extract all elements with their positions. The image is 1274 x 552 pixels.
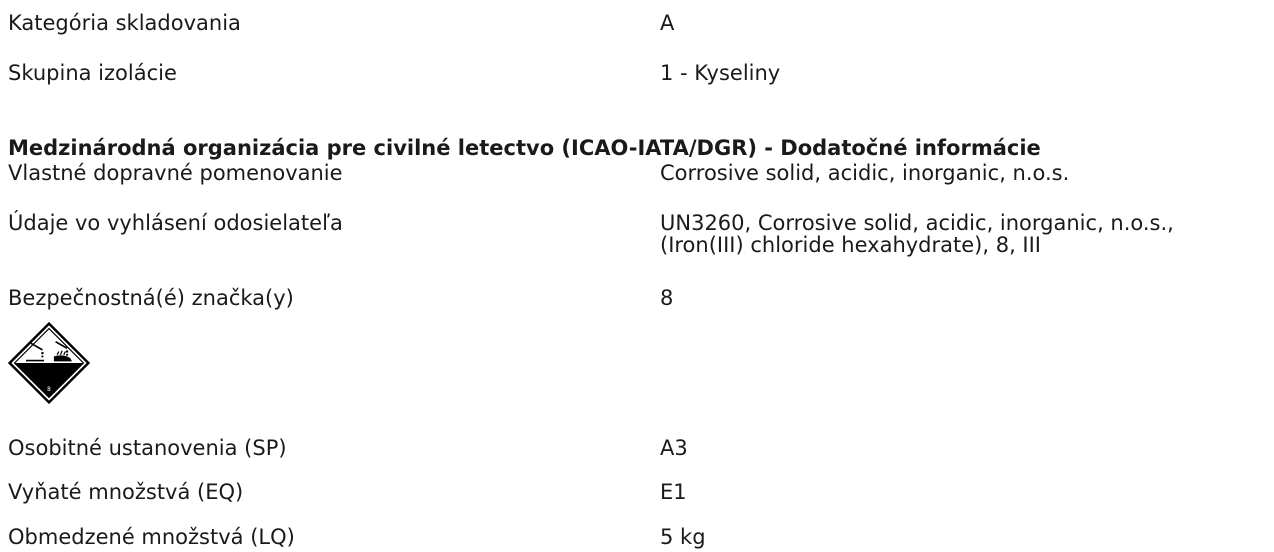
storage-category-value: A — [660, 11, 675, 35]
isolation-group-label: Skupina izolácie — [8, 61, 177, 85]
pictogram-class-number: 8 — [47, 387, 51, 393]
shipper-declaration-label: Údaje vo vyhlásení odosielateľa — [8, 211, 343, 235]
section-heading-icao: Medzinárodná organizácia pre civilné let… — [8, 136, 1041, 160]
limited-quantities-value: 5 kg — [660, 525, 706, 549]
proper-shipping-name-label: Vlastné dopravné pomenovanie — [8, 161, 343, 185]
storage-category-label: Kategória skladovania — [8, 11, 241, 35]
proper-shipping-name-value: Corrosive solid, acidic, inorganic, n.o.… — [660, 161, 1070, 185]
special-provisions-value: A3 — [660, 436, 688, 460]
isolation-group-value: 1 - Kyseliny — [660, 61, 781, 85]
excepted-quantities-label: Vyňaté množstvá (EQ) — [8, 480, 244, 504]
limited-quantities-label: Obmedzené množstvá (LQ) — [8, 525, 295, 549]
special-provisions-label: Osobitné ustanovenia (SP) — [8, 436, 287, 460]
shipper-declaration-value: UN3260, Corrosive solid, acidic, inorgan… — [660, 212, 1174, 256]
shipper-declaration-line-2: (Iron(III) chloride hexahydrate), 8, III — [660, 233, 1042, 257]
excepted-quantities-value: E1 — [660, 480, 687, 504]
safety-labels-value: 8 — [660, 286, 674, 310]
safety-labels-label: Bezpečnostná(é) značka(y) — [8, 286, 294, 310]
corrosive-hazard-class-8-icon: 8 — [8, 322, 90, 404]
shipper-declaration-line-1: UN3260, Corrosive solid, acidic, inorgan… — [660, 211, 1174, 235]
